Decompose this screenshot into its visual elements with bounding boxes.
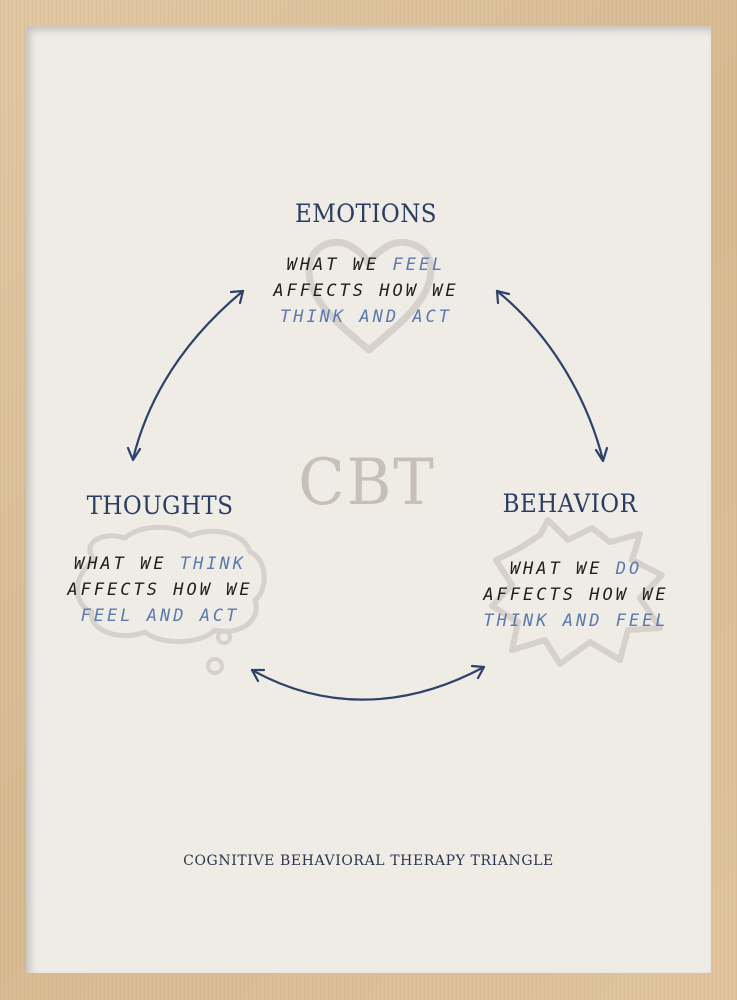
arrow-emotions-behavior <box>495 289 605 462</box>
behavior-line-1: WHAT WE DO <box>456 556 696 582</box>
starburst-icon <box>489 517 665 667</box>
thoughts-line-1-blue: THINK <box>179 554 247 574</box>
behavior-line-3: THINK AND FEEL <box>483 611 669 631</box>
thoughts-description: WHAT WE THINK AFFECTS HOW WE FEEL AND AC… <box>40 551 280 629</box>
cbt-center-title: CBT <box>298 446 436 520</box>
emotions-line-3: THINK AND ACT <box>279 307 453 327</box>
thoughts-line-3: FEEL AND ACT <box>80 606 240 626</box>
thoughts-line-1-dark: WHAT WE <box>73 554 180 574</box>
arrowhead-thoughts-top <box>126 446 142 462</box>
emotions-heading: EMOTIONS <box>294 199 438 228</box>
poster-footer-title: COGNITIVE BEHAVIORAL THERAPY TRIANGLE <box>183 853 554 869</box>
arrowhead-behavior-bottom <box>470 664 486 680</box>
thoughts-line-2: AFFECTS HOW WE <box>67 580 253 600</box>
heart-icon <box>305 238 435 354</box>
thought-bubble-dot-large <box>216 629 232 645</box>
behavior-line-2: AFFECTS HOW WE <box>483 585 669 605</box>
emotions-line-1-dark: WHAT WE <box>286 255 393 275</box>
thought-bubble-icon <box>74 524 267 644</box>
arrowhead-behavior-top <box>594 446 609 463</box>
emotions-line-1: WHAT WE FEEL <box>246 252 486 278</box>
arrow-thoughts-behavior <box>250 665 486 701</box>
behavior-line-1-blue: DO <box>615 559 643 579</box>
emotions-line-2: AFFECTS HOW WE <box>273 281 459 301</box>
arrow-thoughts-emotions <box>131 289 245 461</box>
emotions-description: WHAT WE FEEL AFFECTS HOW WE THINK AND AC… <box>246 252 486 330</box>
behavior-line-1-dark: WHAT WE <box>509 559 616 579</box>
behavior-description: WHAT WE DO AFFECTS HOW WE THINK AND FEEL <box>456 556 696 634</box>
thoughts-heading: THOUGHTS <box>86 491 234 520</box>
arrowhead-thoughts-bottom <box>250 668 266 683</box>
behavior-heading: BEHAVIOR <box>502 489 638 518</box>
thoughts-line-1: WHAT WE THINK <box>40 551 280 577</box>
arrowhead-emotions-right <box>495 289 511 305</box>
poster <box>26 26 711 973</box>
thought-bubble-dot-small <box>206 657 224 675</box>
arrowhead-emotions-left <box>229 289 245 305</box>
emotions-line-1-blue: FEEL <box>392 255 446 275</box>
